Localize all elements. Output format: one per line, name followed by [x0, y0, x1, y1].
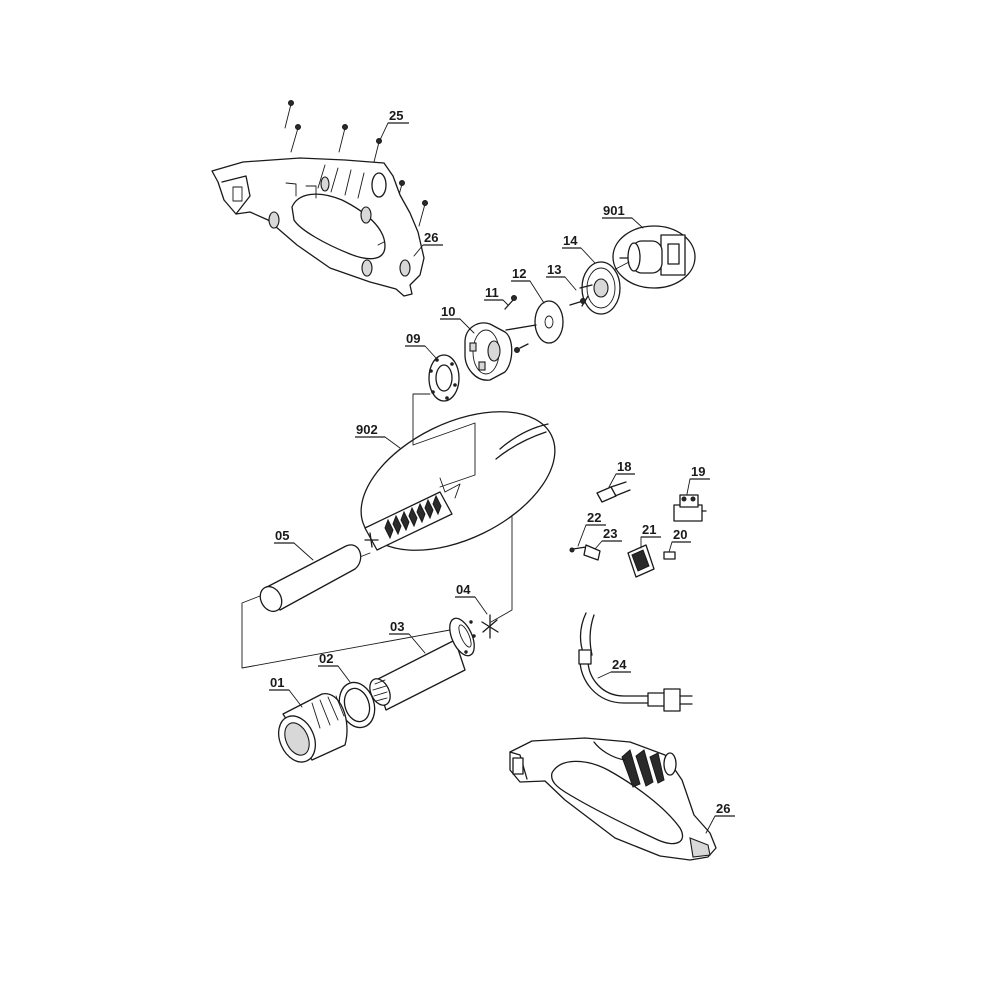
part-05-outer-tube	[259, 544, 362, 613]
callout-12: 12	[511, 266, 545, 304]
part-03-inner-tube	[369, 617, 476, 711]
part-13-screw	[569, 284, 593, 306]
svg-text:24: 24	[612, 657, 627, 672]
svg-text:22: 22	[587, 510, 601, 525]
part-09-gasket-ring	[428, 354, 460, 402]
callout-902: 902	[355, 422, 401, 449]
svg-text:21: 21	[642, 522, 656, 537]
part-901-motor-detail	[609, 225, 696, 289]
callout-24: 24	[597, 657, 631, 679]
callout-14: 14	[562, 233, 596, 264]
callout-21: 21	[640, 522, 661, 549]
part-04-star-spacer	[481, 614, 499, 639]
callout-18: 18	[608, 459, 635, 488]
part-21-switch	[627, 544, 655, 578]
callout-02: 02	[318, 651, 351, 683]
svg-text:10: 10	[441, 304, 455, 319]
svg-text:13: 13	[547, 262, 561, 277]
svg-text:11: 11	[485, 285, 499, 300]
svg-text:20: 20	[673, 527, 687, 542]
svg-text:23: 23	[603, 526, 617, 541]
svg-text:09: 09	[406, 331, 420, 346]
part-20-small-part	[663, 551, 676, 560]
callout-10: 10	[440, 304, 475, 334]
svg-text:01: 01	[270, 675, 284, 690]
callout-labels: 25 26 901 14 13 12 1	[269, 108, 735, 834]
callout-901: 901	[602, 203, 644, 229]
part-22-23-small-parts	[569, 544, 601, 561]
part-25-housing-half	[211, 100, 428, 297]
svg-text:03: 03	[390, 619, 404, 634]
callout-09: 09	[405, 331, 437, 359]
svg-text:25: 25	[389, 108, 403, 123]
callout-20: 20	[668, 527, 691, 553]
svg-text:18: 18	[617, 459, 631, 474]
callout-23: 23	[594, 526, 622, 550]
part-902-heating-element	[360, 411, 556, 551]
callout-26-upper: 26	[413, 230, 443, 257]
part-19-terminal-block	[673, 494, 707, 522]
part-24-power-cord	[578, 612, 693, 712]
part-10-motor-mount	[464, 322, 529, 381]
heating-coil	[384, 494, 442, 540]
svg-text:04: 04	[456, 582, 471, 597]
callout-13: 13	[546, 262, 577, 291]
svg-text:26: 26	[716, 801, 730, 816]
svg-text:26: 26	[424, 230, 438, 245]
callout-11: 11	[484, 285, 509, 306]
part-14-fan-housing	[581, 261, 621, 315]
svg-text:02: 02	[319, 651, 333, 666]
callout-19: 19	[686, 464, 710, 495]
callout-26-lower: 26	[705, 801, 735, 834]
part-26-housing-half	[509, 737, 717, 861]
callout-25: 25	[379, 108, 409, 141]
part-11-screw	[504, 295, 517, 310]
part-01-nozzle-cap	[278, 693, 348, 763]
svg-text:902: 902	[356, 422, 378, 437]
callout-05: 05	[274, 528, 314, 561]
svg-text:14: 14	[563, 233, 578, 248]
part-02-ring	[338, 681, 376, 729]
part-18-contact	[596, 481, 631, 503]
part-12-fan-impeller	[505, 300, 564, 344]
svg-text:19: 19	[691, 464, 705, 479]
callout-22: 22	[577, 510, 606, 547]
svg-text:901: 901	[603, 203, 625, 218]
callout-03: 03	[389, 619, 426, 654]
svg-text:12: 12	[512, 266, 526, 281]
callout-04: 04	[455, 582, 488, 615]
callout-01: 01	[269, 675, 303, 708]
svg-text:05: 05	[275, 528, 289, 543]
